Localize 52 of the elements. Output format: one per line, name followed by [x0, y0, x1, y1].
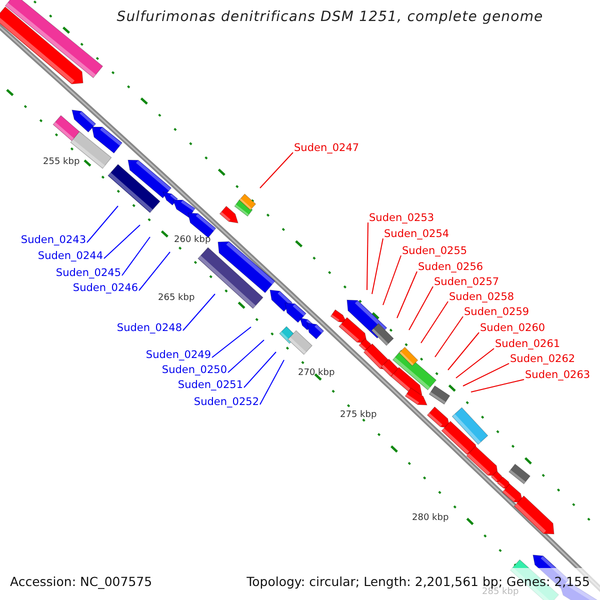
scale-label: 270 kbp	[298, 369, 335, 378]
scale-label: 275 kbp	[340, 411, 377, 420]
scale-label: 285 kbp	[482, 588, 519, 597]
leader-line	[138, 252, 170, 291]
leader-line	[448, 332, 480, 370]
scale-label: 255 kbp	[43, 158, 80, 167]
leader-line	[260, 360, 284, 405]
leader-line	[122, 236, 150, 276]
gene-label: Suden_0244	[38, 251, 103, 262]
genome-summary-text: Topology: circular; Length: 2,201,561 bp; Genes: 2,155	[246, 576, 590, 588]
leader-line	[470, 379, 524, 392]
leader-line	[372, 238, 384, 294]
leader-line	[86, 206, 118, 243]
leader-line	[462, 363, 510, 386]
gene-label: Suden_0243	[20, 235, 86, 246]
gene-label: Suden_0255	[402, 246, 468, 256]
leader-line	[434, 316, 464, 358]
leader-line	[456, 348, 494, 378]
gene-label: Suden_0262	[510, 354, 576, 364]
leader-line	[382, 255, 402, 306]
leader-line	[396, 271, 418, 318]
gene-label: Suden_0248	[116, 323, 182, 334]
gene-label: Suden_0246	[72, 283, 138, 294]
gene-label: Suden_0249	[146, 350, 211, 360]
accession-text: Accession: NC_007575	[10, 576, 152, 588]
leader-line	[260, 152, 294, 188]
title: Sulfurimonas denitrificans DSM 1251, complete genome	[116, 10, 544, 24]
gene-label: Suden_0247	[294, 143, 360, 154]
gene-label: Suden_0257	[434, 277, 500, 288]
leader-line	[212, 326, 252, 358]
gene-label: Suden_0261	[495, 339, 560, 350]
gene-label: Suden_0263	[525, 370, 590, 380]
gene-label: Suden_0245	[56, 268, 121, 278]
leader-line	[408, 286, 434, 330]
gene-label: Suden_0251	[178, 380, 243, 390]
leader-line	[228, 340, 264, 373]
scale-label: 260 kbp	[174, 236, 211, 245]
leader-line	[104, 224, 140, 259]
gene-label: Suden_0258	[449, 292, 514, 302]
gene-label: Suden_0254	[384, 229, 450, 240]
gene-label: Suden_0253	[369, 213, 434, 224]
leader-line	[182, 294, 216, 331]
leader-line	[366, 222, 368, 290]
leader-line	[244, 352, 276, 388]
gene-label: Suden_0259	[464, 307, 530, 318]
leader-line	[420, 301, 448, 344]
gene-label: Suden_0260	[480, 323, 546, 334]
gene-label: Suden_0252	[194, 397, 259, 408]
gene-label: Suden_0250	[162, 365, 227, 376]
gene-label: Suden_0256	[418, 262, 484, 272]
scale-label: 265 kbp	[158, 294, 195, 303]
scale-label: 280 kbp	[412, 514, 449, 523]
